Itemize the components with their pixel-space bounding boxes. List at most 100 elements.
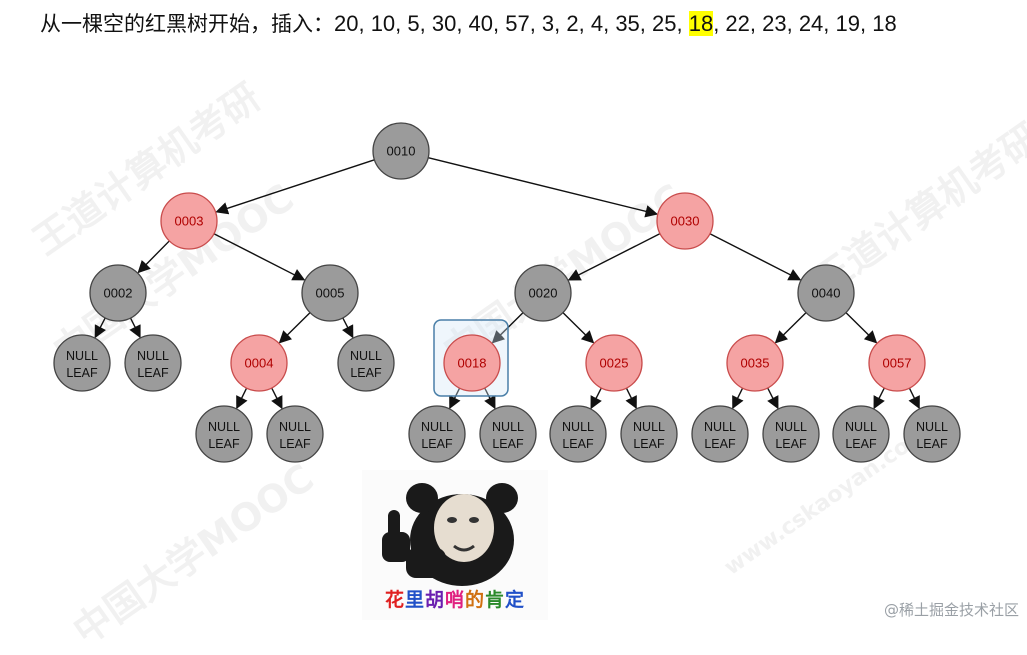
watermark: 中国大学MOOC: [65, 455, 322, 654]
tree-node-0025: 0025: [585, 334, 643, 392]
edge-n57-l12: [873, 387, 885, 410]
meme-caption: 花里胡哨的肯定: [362, 585, 548, 612]
tree-node-0018: 0018: [443, 334, 501, 392]
edge-n5-l3: [341, 317, 354, 339]
tree-edges: [94, 157, 920, 410]
leaf-label-line2: LEAF: [845, 437, 877, 451]
black-node-circle: [301, 264, 359, 322]
edge-n25-l8: [590, 387, 602, 410]
leaf-circle: [266, 405, 324, 463]
edge-n3-n5: [213, 233, 306, 281]
meme-caption-char: 花: [384, 589, 405, 611]
leaf-label-line2: LEAF: [704, 437, 736, 451]
tree-node-0010: 0010: [372, 122, 430, 180]
leaf-label-line1: NULL: [208, 420, 240, 434]
leaf-circle: [337, 334, 395, 392]
leaf-label-line2: LEAF: [916, 437, 948, 451]
edge-n40-n35: [774, 312, 807, 344]
leaf-circle: [124, 334, 182, 392]
leaf-label-line2: LEAF: [492, 437, 524, 451]
leaf-circle: [549, 405, 607, 463]
node-label: 0020: [529, 285, 558, 300]
meme-caption-char: 胡: [424, 589, 445, 611]
leaf-circle: [620, 405, 678, 463]
leaf-circle: [479, 405, 537, 463]
tree-node-0020: 0020: [514, 264, 572, 322]
node-label: 0035: [741, 355, 770, 370]
leaf-label-line1: NULL: [633, 420, 665, 434]
edge-n40-n57: [845, 312, 878, 344]
leaf-label-line1: NULL: [279, 420, 311, 434]
edge-n2-l1: [94, 317, 107, 339]
black-node-circle: [514, 264, 572, 322]
leaf-circle: [195, 405, 253, 463]
red-node-circle: [868, 334, 926, 392]
panda-meme-icon: [382, 483, 518, 586]
leaf-label-line2: LEAF: [562, 437, 594, 451]
slide-title: 从一棵空的红黑树开始，插入：20, 10, 5, 30, 40, 57, 3, …: [40, 8, 897, 38]
tree-node-0005: 0005: [301, 264, 359, 322]
edge-n35-l11: [767, 387, 779, 410]
null-leaf-l7: NULL LEAF: [479, 405, 537, 463]
node-label: 0003: [175, 213, 204, 228]
null-leaves: NULL LEAF NULL LEAF NULL LEAF NULL LEAF NULL LEAF…: [53, 334, 961, 463]
leaf-label-line1: NULL: [350, 349, 382, 363]
leaf-label-line1: NULL: [492, 420, 524, 434]
leaf-label-line2: LEAF: [350, 366, 382, 380]
leaf-circle: [691, 405, 749, 463]
node-label: 0018: [458, 355, 487, 370]
leaf-label-line1: NULL: [421, 420, 453, 434]
leaf-label-line2: LEAF: [279, 437, 311, 451]
tree-node-0057: 0057: [868, 334, 926, 392]
leaf-label-line1: NULL: [775, 420, 807, 434]
red-node-circle: [656, 192, 714, 250]
meme-caption-char: 的: [465, 589, 486, 611]
leaf-circle: [762, 405, 820, 463]
edge-n10-n30: [428, 157, 659, 218]
leaf-label-line1: NULL: [137, 349, 169, 363]
black-node-circle: [372, 122, 430, 180]
null-leaf-l3: NULL LEAF: [337, 334, 395, 392]
red-node-circle: [230, 334, 288, 392]
leaf-label-line1: NULL: [704, 420, 736, 434]
meme-caption-char: 定: [505, 589, 526, 611]
null-leaf-l5: NULL LEAF: [266, 405, 324, 463]
edge-n35-l10: [732, 387, 744, 410]
red-node-circle: [726, 334, 784, 392]
title-prefix: 从一棵空的红黑树开始，插入：: [40, 12, 334, 36]
edge-n57-l13: [908, 387, 920, 410]
null-leaf-l6: NULL LEAF: [408, 405, 466, 463]
leaf-label-line2: LEAF: [137, 366, 169, 380]
null-leaf-l12: NULL LEAF: [832, 405, 890, 463]
edge-n30-n20: [567, 233, 661, 281]
edge-n4-l5: [271, 387, 283, 410]
node-label: 0057: [883, 355, 912, 370]
red-node-circle: [443, 334, 501, 392]
tree-node-0002: 0002: [89, 264, 147, 322]
edge-n18-l7: [484, 387, 496, 410]
tree-node-0030: 0030: [656, 192, 714, 250]
tree-node-0004: 0004: [230, 334, 288, 392]
footer-watermark: @稀土掘金技术社区: [883, 601, 1019, 619]
red-node-circle: [160, 192, 218, 250]
leaf-label-line1: NULL: [66, 349, 98, 363]
meme-caption-char: 里: [404, 589, 425, 611]
edge-n20-n25: [562, 312, 595, 344]
sequence-before: 20, 10, 5, 30, 40, 57, 3, 2, 4, 35, 25,: [334, 11, 689, 36]
edge-n18-l6: [449, 387, 461, 410]
leaf-label-line1: NULL: [845, 420, 877, 434]
leaf-label-line2: LEAF: [66, 366, 98, 380]
leaf-label-line2: LEAF: [421, 437, 453, 451]
tree-node-0003: 0003: [160, 192, 218, 250]
node-label: 0030: [671, 213, 700, 228]
edge-n30-n40: [709, 233, 802, 281]
null-leaf-l1: NULL LEAF: [53, 334, 111, 392]
tree-node-0035: 0035: [726, 334, 784, 392]
leaf-circle: [903, 405, 961, 463]
null-leaf-l2: NULL LEAF: [124, 334, 182, 392]
